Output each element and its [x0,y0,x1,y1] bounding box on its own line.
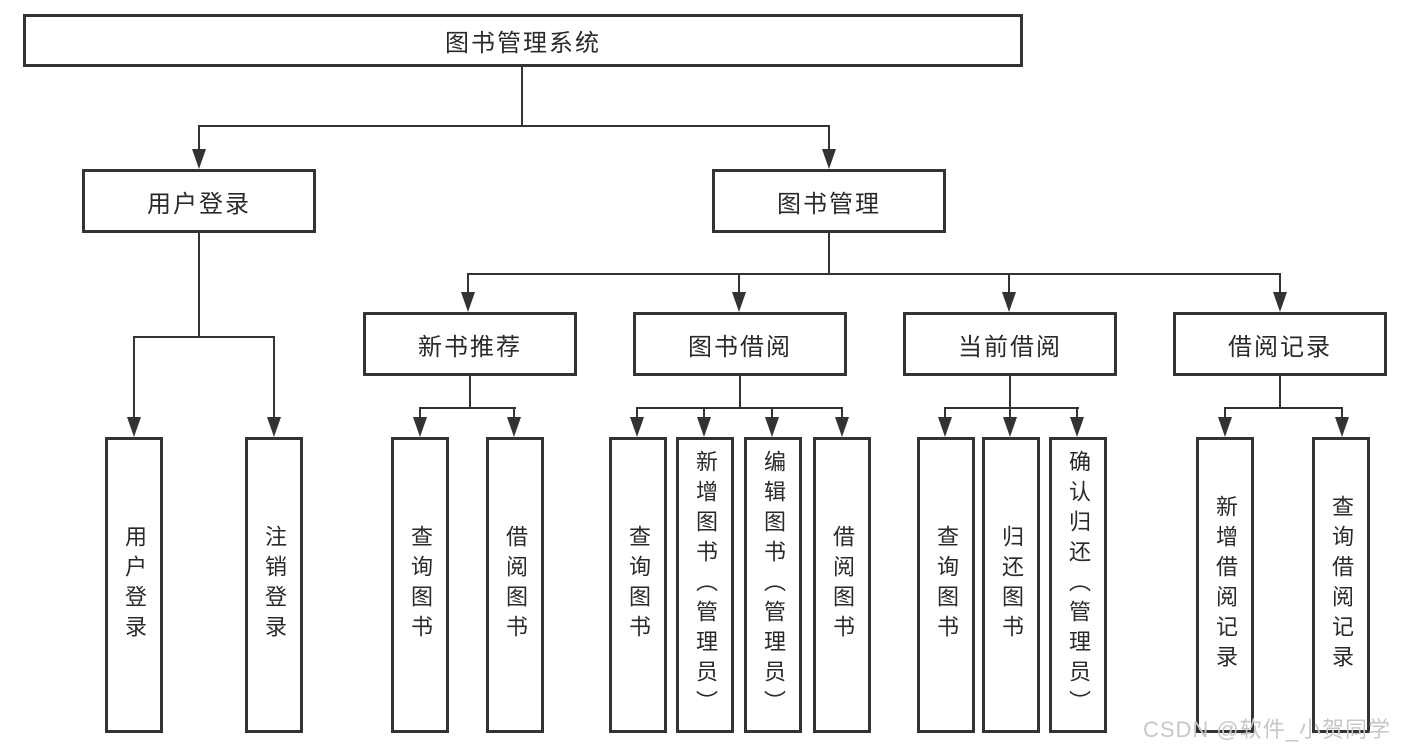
connector-current-borrow-stem [1009,376,1011,408]
leaf-add-borrow-record: 新增借阅记录 [1196,437,1254,733]
connector-book-mgmt-stem [828,233,830,274]
connector-book-mgmt-drop-4 [1279,273,1281,294]
leaf-add-books-admin-label: 新增图书（管理员） [693,450,718,720]
node-book-borrow: 图书借阅 [633,312,847,376]
connector-current-borrow-drop-1 [944,407,946,420]
arrowhead-down-icon [1002,292,1016,312]
leaf-confirm-return-admin: 确认归还（管理员） [1049,437,1107,733]
leaf-return-books-label: 归还图书 [999,525,1024,645]
connector-book-borrow-horizontal [636,407,843,409]
leaf-borrow-books: 借阅图书 [813,437,871,733]
leaf-logout-label: 注销登录 [262,525,287,645]
connector-user-login-drop-1 [133,336,135,420]
arrowhead-down-icon [461,292,475,312]
node-current-borrow: 当前借阅 [903,312,1117,376]
connector-current-borrow-drop-3 [1076,407,1078,420]
connector-root-stem [521,67,523,126]
arrowhead-down-icon [835,417,849,437]
node-root: 图书管理系统 [23,14,1023,67]
node-new-book-recommend: 新书推荐 [363,312,577,376]
node-borrow-records: 借阅记录 [1173,312,1387,376]
connector-book-borrow-stem [739,376,741,408]
node-user-login-label: 用户登录 [147,190,251,218]
arrowhead-down-icon [1218,417,1232,437]
connector-user-login-drop-2 [273,336,275,420]
leaf-edit-books-admin-label: 编辑图书（管理员） [761,450,786,720]
connector-current-borrow-horizontal [944,407,1079,409]
arrowhead-down-icon [938,417,952,437]
arrowhead-down-icon [192,149,206,169]
connector-new-book-drop-1 [419,407,421,420]
leaf-add-borrow-record-label: 新增借阅记录 [1213,495,1238,675]
connector-book-borrow-drop-4 [841,407,843,420]
arrowhead-down-icon [765,417,779,437]
leaf-query-books-borrow-label: 查询图书 [626,525,651,645]
arrowhead-down-icon [1003,417,1017,437]
connector-book-mgmt-drop-3 [1008,273,1010,294]
arrowhead-down-icon [1070,417,1084,437]
node-new-book-recommend-label: 新书推荐 [418,333,522,361]
connector-root-horizontal [198,125,830,127]
leaf-return-books: 归还图书 [982,437,1040,733]
connector-user-login-stem [198,233,200,338]
connector-book-borrow-drop-3 [771,407,773,420]
arrowhead-down-icon [413,417,427,437]
connector-book-borrow-drop-1 [636,407,638,420]
connector-book-mgmt-horizontal [467,273,1281,275]
leaf-add-books-admin: 新增图书（管理员） [676,437,734,733]
connector-book-mgmt-drop-1 [467,273,469,294]
node-borrow-records-label: 借阅记录 [1228,333,1332,361]
connector-book-mgmt-drop-2 [738,273,740,294]
node-book-management: 图书管理 [712,169,946,233]
arrowhead-down-icon [127,417,141,437]
node-book-management-label: 图书管理 [777,190,881,218]
leaf-query-borrow-record: 查询借阅记录 [1312,437,1370,733]
leaf-user-login: 用户登录 [105,437,163,733]
arrowhead-down-icon [732,292,746,312]
leaf-user-login-label: 用户登录 [122,525,147,645]
csdn-watermark: CSDN @软件_小贺同学 [1142,717,1391,742]
leaf-query-borrow-record-label: 查询借阅记录 [1329,495,1354,675]
leaf-logout: 注销登录 [245,437,303,733]
arrowhead-down-icon [630,417,644,437]
connector-borrow-records-stem [1279,376,1281,408]
connector-new-book-horizontal [419,407,516,409]
node-user-login: 用户登录 [82,169,316,233]
arrowhead-down-icon [267,417,281,437]
connector-current-borrow-drop-2 [1009,407,1011,420]
leaf-edit-books-admin: 编辑图书（管理员） [744,437,802,733]
node-book-borrow-label: 图书借阅 [688,333,792,361]
leaf-query-books-current-label: 查询图书 [934,525,959,645]
connector-borrow-records-drop-2 [1341,407,1343,420]
leaf-query-books-borrow: 查询图书 [609,437,667,733]
leaf-query-books-recommend-label: 查询图书 [408,525,433,645]
leaf-borrow-books-label: 借阅图书 [830,525,855,645]
connector-root-drop-right [828,125,830,153]
leaf-query-books-recommend: 查询图书 [391,437,449,733]
connector-new-book-drop-2 [513,407,515,420]
arrowhead-down-icon [1273,292,1287,312]
leaf-query-books-current: 查询图书 [917,437,975,733]
arrowhead-down-icon [697,417,711,437]
node-root-label: 图书管理系统 [445,30,601,57]
connector-book-borrow-drop-2 [703,407,705,420]
connector-borrow-records-drop-1 [1224,407,1226,420]
node-current-borrow-label: 当前借阅 [958,333,1062,361]
connector-new-book-stem [469,376,471,408]
arrowhead-down-icon [507,417,521,437]
connector-root-drop-left [198,125,200,153]
arrowhead-down-icon [822,149,836,169]
connector-user-login-horizontal [133,336,275,338]
connector-borrow-records-horizontal [1224,407,1343,409]
leaf-confirm-return-admin-label: 确认归还（管理员） [1066,450,1091,720]
arrowhead-down-icon [1335,417,1349,437]
leaf-borrow-books-recommend-label: 借阅图书 [503,525,528,645]
leaf-borrow-books-recommend: 借阅图书 [486,437,544,733]
